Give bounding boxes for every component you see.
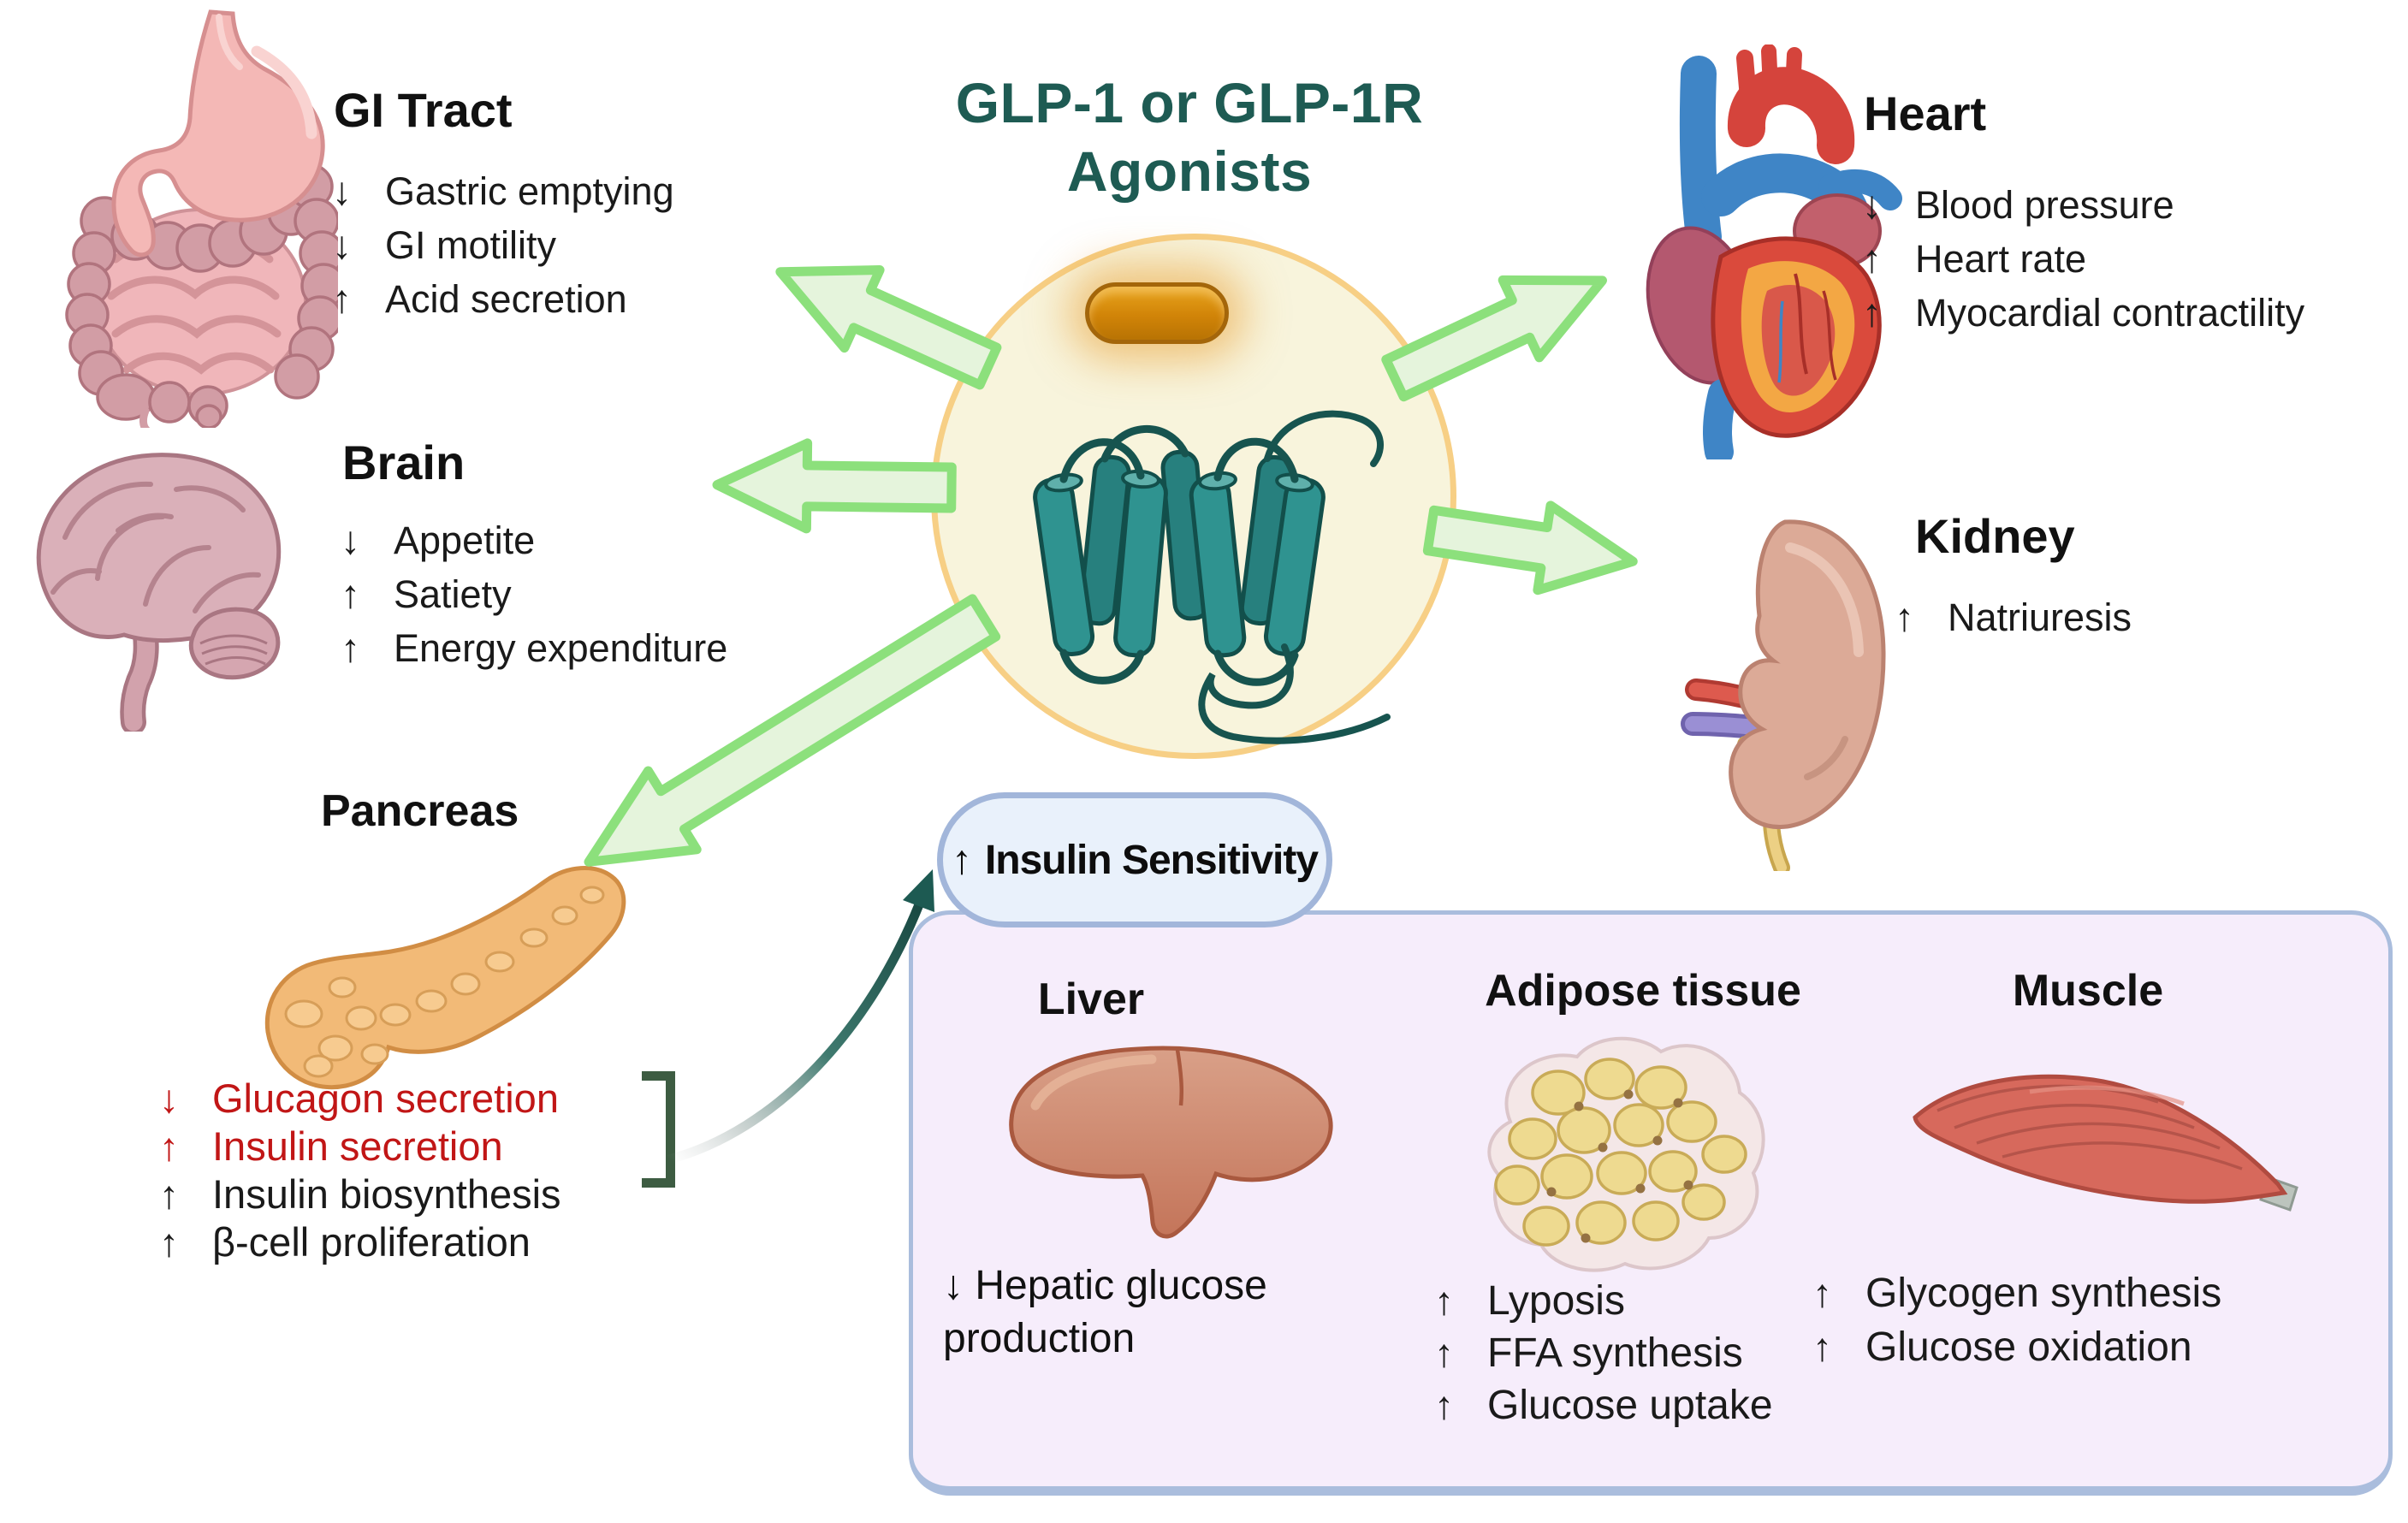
down-arrow: ↓ bbox=[332, 222, 352, 267]
adipose-tissue-illustration bbox=[1487, 1036, 1765, 1272]
up-arrow: ↑ bbox=[332, 276, 352, 321]
list-item: ↓Blood pressure bbox=[1862, 178, 2304, 232]
list-item: ↑Myocardial contractility bbox=[1862, 286, 2304, 340]
brain-heading: Brain bbox=[342, 436, 466, 489]
arrow-to-brain bbox=[712, 438, 957, 534]
up-arrow: ↑ bbox=[1812, 1271, 1832, 1315]
brain-illustration bbox=[36, 453, 282, 732]
list-item: ↑Lyposis bbox=[1434, 1275, 1773, 1327]
list-item: ↑Satiety bbox=[341, 567, 727, 621]
down-arrow: ↓ bbox=[332, 169, 352, 213]
list-item: ↓Appetite bbox=[341, 513, 727, 567]
kidney-heading: Kidney bbox=[1915, 509, 2075, 563]
up-arrow: ↑ bbox=[1862, 236, 1882, 281]
liver-heading: Liver bbox=[1037, 975, 1145, 1024]
gi-tract-heading: GI Tract bbox=[334, 83, 513, 137]
list-item: ↑Glucose oxidation bbox=[1812, 1320, 2221, 1374]
up-arrow: ↑ bbox=[1862, 290, 1882, 335]
up-arrow: ↑ bbox=[1434, 1278, 1454, 1323]
up-arrow: ↑ bbox=[1895, 595, 1914, 639]
up-arrow: ↑ bbox=[341, 572, 360, 616]
liver-note: ↓ Hepatic glucose production bbox=[943, 1263, 1267, 1361]
brain-list: ↓Appetite ↑Satiety ↑Energy expenditure bbox=[341, 513, 727, 675]
agonist-pill-icon bbox=[1085, 282, 1229, 344]
up-arrow: ↑ bbox=[951, 837, 972, 883]
badge-label: Insulin Sensitivity bbox=[984, 837, 1319, 883]
up-arrow: ↑ bbox=[159, 1220, 179, 1265]
list-item: ↑ Insulin biosynthesis bbox=[159, 1171, 561, 1217]
muscle-illustration bbox=[1913, 1074, 2298, 1212]
gi-tract-list: ↓Gastric emptying ↓GI motility ↑Acid sec… bbox=[332, 164, 674, 326]
list-item: ↑ Insulin secretion bbox=[159, 1123, 503, 1169]
curve-arrow-to-insulin-sensitivity bbox=[664, 869, 934, 1164]
pancreas-list: ↓ Glucagon secretion ↑ Insulin secretion… bbox=[159, 1075, 561, 1266]
up-arrow: ↑ bbox=[1434, 1330, 1454, 1375]
kidney-illustration bbox=[1681, 519, 1886, 871]
down-arrow: ↓ bbox=[159, 1076, 179, 1121]
list-item: ↑Energy expenditure bbox=[341, 621, 727, 675]
arrow-to-kidney bbox=[1422, 501, 1638, 596]
list-item: ↑ β-cell proliferation bbox=[159, 1219, 531, 1265]
pancreas-illustration bbox=[264, 866, 626, 1090]
list-item: ↑Glucose uptake bbox=[1434, 1379, 1773, 1431]
up-arrow: ↑ bbox=[159, 1172, 179, 1217]
adipose-heading: Adipose tissue bbox=[1485, 966, 1801, 1016]
kidney-list: ↑Natriuresis bbox=[1895, 590, 2132, 644]
liver-illustration bbox=[1009, 1046, 1333, 1239]
adipose-list: ↑Lyposis ↑FFA synthesis ↑Glucose uptake bbox=[1434, 1275, 1773, 1431]
list-item: ↓GI motility bbox=[332, 218, 674, 272]
pancreas-heading: Pancreas bbox=[321, 786, 519, 836]
list-item: ↑Natriuresis bbox=[1895, 590, 2132, 644]
page-title: GLP-1 or GLP-1R Agonists bbox=[873, 68, 1506, 205]
muscle-list: ↑Glycogen synthesis ↑Glucose oxidation bbox=[1812, 1266, 2221, 1374]
heart-heading: Heart bbox=[1864, 86, 1987, 140]
down-arrow: ↓ bbox=[1862, 182, 1882, 227]
list-item: ↑Acid secretion bbox=[332, 272, 674, 326]
list-item: ↓ Glucagon secretion bbox=[159, 1076, 559, 1121]
list-item: ↑FFA synthesis bbox=[1434, 1327, 1773, 1379]
down-arrow: ↓ bbox=[341, 518, 360, 562]
list-item: ↑Glycogen synthesis bbox=[1812, 1266, 2221, 1320]
heart-list: ↓Blood pressure ↑Heart rate ↑Myocardial … bbox=[1862, 178, 2304, 340]
list-item: ↓Gastric emptying bbox=[332, 164, 674, 218]
list-item: ↑Heart rate bbox=[1862, 232, 2304, 286]
muscle-heading: Muscle bbox=[2012, 966, 2164, 1016]
up-arrow: ↑ bbox=[1812, 1324, 1832, 1369]
up-arrow: ↑ bbox=[159, 1124, 179, 1169]
title-line1: GLP-1 or GLP-1R bbox=[955, 71, 1424, 134]
title-line2: Agonists bbox=[1066, 139, 1313, 203]
up-arrow: ↑ bbox=[1434, 1383, 1454, 1427]
glp1-receptor-icon bbox=[1033, 410, 1391, 744]
up-arrow: ↑ bbox=[341, 625, 360, 670]
heart-illustration bbox=[1646, 44, 1902, 459]
insulin-sensitivity-badge: ↑ Insulin Sensitivity bbox=[937, 792, 1332, 927]
secretion-bracket bbox=[642, 1071, 675, 1188]
gi-tract-illustration bbox=[65, 9, 338, 428]
